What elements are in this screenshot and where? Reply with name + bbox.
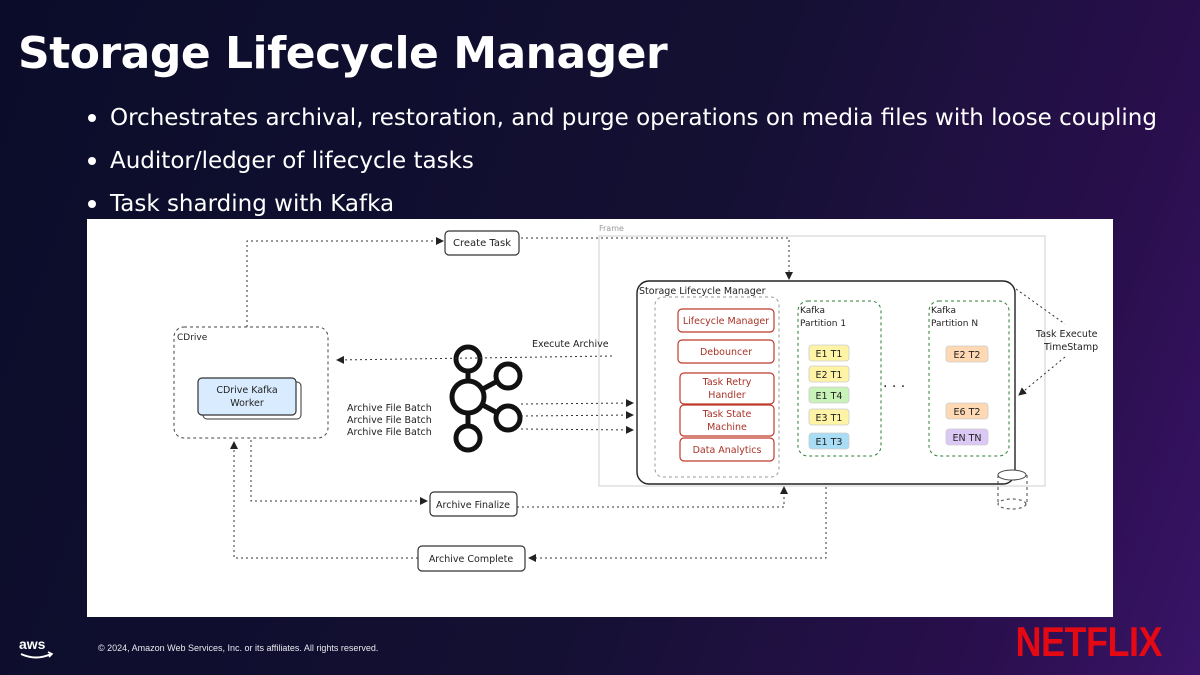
archive-file-batch-label: Archive File Batch [347, 427, 432, 438]
complete-to-cdrive-arrow [230, 441, 418, 559]
archive-file-batch-label: Archive File Batch [347, 403, 432, 414]
task-chip-label: E3 T1 [816, 413, 843, 424]
task-chip-label: E6 T2 [954, 407, 981, 418]
cdrive-to-finalize-arrow [250, 440, 428, 505]
task-chip-label: E2 T1 [816, 370, 843, 381]
task-chip-label: E1 T4 [816, 391, 843, 402]
partition-1-label-1: Kafka [800, 306, 825, 316]
execute-archive-arrow [336, 355, 613, 364]
task-chip [808, 344, 850, 362]
task-chip [808, 432, 850, 450]
task-chip-label: E1 T3 [816, 437, 843, 448]
timestamp-line [1015, 288, 1066, 325]
task-chip [808, 386, 850, 404]
archive-finalize-label: Archive Finalize [436, 500, 510, 511]
task-chip [808, 365, 850, 383]
debouncer-box [677, 339, 775, 364]
cdrive-label: CDrive [177, 333, 208, 343]
lifecycle-manager-label: Lifecycle Manager [683, 316, 769, 327]
cdrive-worker-label-1: CDrive Kafka [216, 385, 277, 396]
partition-n-tasks: E2 T2 E6 T2 EN TN [945, 345, 989, 446]
task-chip-label: E1 T1 [816, 349, 843, 360]
kafka-logo-icon [449, 344, 523, 453]
cdrive-to-create-task-arrow [246, 237, 444, 327]
frame-border [598, 235, 1046, 487]
task-retry-label-1: Task Retry [702, 377, 752, 388]
task-execute-label-2: TimeStamp [1043, 342, 1098, 353]
partition-n-label-2: Partition N [931, 319, 978, 329]
task-state-machine-box [679, 404, 775, 437]
aws-logo-icon: aws [19, 636, 54, 659]
partition-1-tasks: E1 T1 E2 T1 E1 T4 E3 T1 E1 T3 [808, 344, 850, 450]
kafka-partition-1-box [797, 300, 882, 457]
bullet-item: Orchestrates archival, restoration, and … [88, 97, 1157, 140]
bullet-item: Auditor/ledger of lifecycle tasks [88, 140, 1157, 183]
aws-logo-text: aws [19, 636, 46, 652]
task-chip [945, 345, 989, 363]
slm-components-group [654, 296, 780, 478]
kafka-partition-n-box [928, 300, 1010, 457]
batch-arrow [520, 399, 634, 408]
create-task-box [444, 230, 520, 256]
create-task-to-slm-arrow [521, 237, 793, 280]
execute-archive-label: Execute Archive [532, 339, 609, 350]
slm-to-complete-arrow [528, 487, 827, 562]
task-retry-label-2: Handler [708, 390, 746, 401]
create-task-label: Create Task [453, 238, 511, 249]
batch-arrow [520, 411, 634, 420]
data-analytics-label: Data Analytics [693, 445, 762, 456]
task-chip [945, 402, 989, 420]
database-icon [997, 469, 1028, 510]
bullet-list: Orchestrates archival, restoration, and … [88, 97, 1157, 226]
partition-1-label-2: Partition 1 [800, 319, 846, 329]
archive-finalize-box [429, 491, 518, 517]
copyright-text: © 2024, Amazon Web Services, Inc. or its… [98, 643, 379, 653]
cdrive-kafka-worker-box [197, 377, 297, 416]
archive-complete-label: Archive Complete [429, 554, 514, 565]
netflix-logo: NETFLIX [1015, 618, 1163, 666]
batch-arrow [520, 425, 634, 434]
archive-file-batch-label: Archive File Batch [347, 415, 432, 426]
data-analytics-box [679, 437, 775, 462]
architecture-diagram: Frame Create Task CDrive CDrive Kafka Wo… [87, 219, 1113, 617]
frame-label: Frame [599, 224, 624, 233]
slide-title: Storage Lifecycle Manager [18, 28, 668, 79]
task-chip [945, 428, 989, 446]
cdrive-box [173, 326, 329, 439]
partition-n-label-1: Kafka [931, 306, 956, 316]
lifecycle-manager-box [677, 308, 775, 333]
task-state-label-1: Task State [702, 409, 752, 420]
task-chip [808, 408, 850, 426]
slm-label: Storage Lifecycle Manager [639, 286, 766, 297]
cdrive-worker-label-2: Worker [230, 398, 264, 409]
task-execute-label-1: Task Execute [1035, 329, 1098, 340]
task-retry-handler-box [679, 372, 775, 405]
finalize-to-slm-arrow [517, 486, 788, 508]
debouncer-label: Debouncer [700, 347, 752, 358]
task-state-label-2: Machine [707, 422, 747, 433]
partition-ellipsis: . . . [883, 375, 905, 391]
bullet-item: Task sharding with Kafka [88, 183, 1157, 226]
timestamp-arrow [1018, 356, 1066, 396]
task-chip-label: EN TN [952, 433, 981, 444]
task-chip-label: E2 T2 [954, 350, 981, 361]
